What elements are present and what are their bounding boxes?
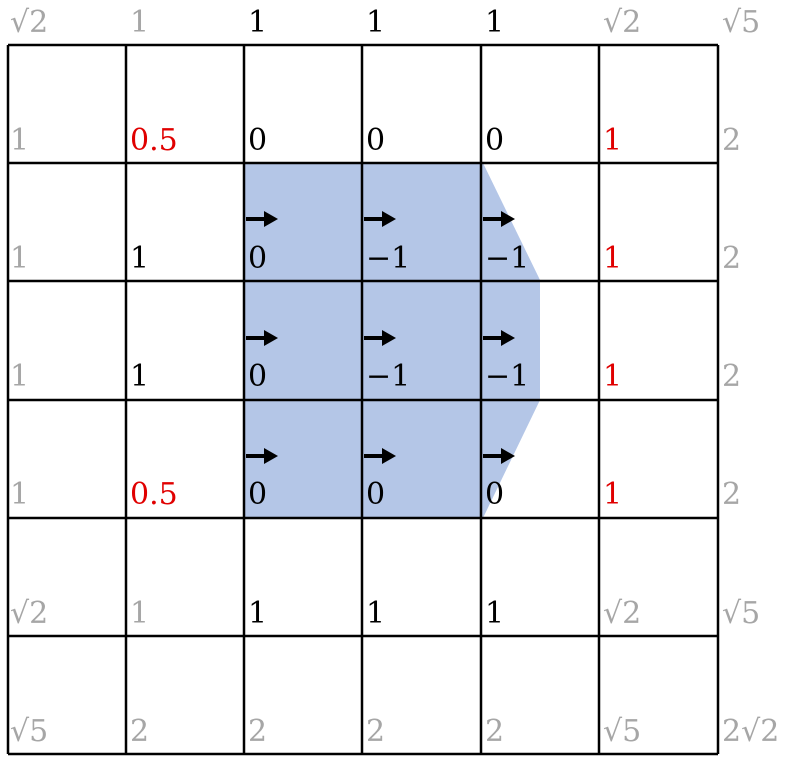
cell-label: 1 — [10, 241, 30, 276]
cell-label: 1 — [366, 596, 386, 631]
cell-label: 0 — [248, 477, 268, 512]
cell-label: −1 — [485, 241, 530, 276]
grid-lines — [6, 43, 720, 756]
cell-label: 1 — [603, 123, 623, 158]
cell-label: √5 — [10, 714, 49, 749]
arrow-right-icon — [246, 447, 280, 465]
arrow-right-icon — [246, 329, 280, 347]
cell-label: −1 — [485, 359, 530, 394]
cell-label: 0 — [248, 241, 268, 276]
cell-label: √2 — [10, 596, 49, 631]
cell-label: −1 — [366, 241, 411, 276]
cell-label: √5 — [722, 596, 761, 631]
cell-label: 2 — [366, 714, 386, 749]
arrow-right-icon — [483, 210, 517, 228]
cell-label: 0.5 — [130, 477, 178, 512]
cell-label: 1 — [603, 359, 623, 394]
cell-label: √2 — [603, 5, 642, 40]
cell-label: 0 — [248, 123, 268, 158]
cell-label: 1 — [603, 477, 623, 512]
cell-label: 1 — [248, 5, 268, 40]
shaded-region — [244, 163, 540, 518]
cell-label: 0 — [485, 123, 505, 158]
cell-label: 1 — [130, 5, 150, 40]
cell-label: √5 — [722, 5, 761, 40]
cell-label: 2 — [248, 714, 268, 749]
cell-label: 1 — [10, 359, 30, 394]
cell-label: 1 — [603, 241, 623, 276]
arrow-right-icon — [364, 447, 398, 465]
cell-label: 0 — [366, 123, 386, 158]
cell-label: √2 — [603, 596, 642, 631]
cell-label: 2√2 — [722, 714, 780, 749]
arrow-right-icon — [364, 210, 398, 228]
cell-label: 2 — [722, 241, 742, 276]
cell-label: 1 — [248, 596, 268, 631]
cell-label: 1 — [485, 596, 505, 631]
cell-label: 2 — [722, 359, 742, 394]
cell-label: 1 — [366, 5, 386, 40]
cell-label: 0 — [485, 477, 505, 512]
cell-label: 1 — [130, 596, 150, 631]
arrow-right-icon — [364, 329, 398, 347]
cell-label: 0 — [366, 477, 386, 512]
cell-label: 1 — [130, 359, 150, 394]
cell-label: 2 — [722, 123, 742, 158]
cell-label: 1 — [130, 241, 150, 276]
cell-label: 1 — [485, 5, 505, 40]
cell-label: 2 — [722, 477, 742, 512]
cell-label: 2 — [130, 714, 150, 749]
arrow-right-icon — [483, 447, 517, 465]
cell-label: √2 — [10, 5, 49, 40]
cell-label: −1 — [366, 359, 411, 394]
cell-label: 2 — [485, 714, 505, 749]
arrow-right-icon — [483, 329, 517, 347]
cell-label: √5 — [603, 714, 642, 749]
arrow-right-icon — [246, 210, 280, 228]
cell-label: 1 — [10, 123, 30, 158]
cell-label: 0 — [248, 359, 268, 394]
cell-label: 0.5 — [130, 123, 178, 158]
cell-label: 1 — [10, 477, 30, 512]
